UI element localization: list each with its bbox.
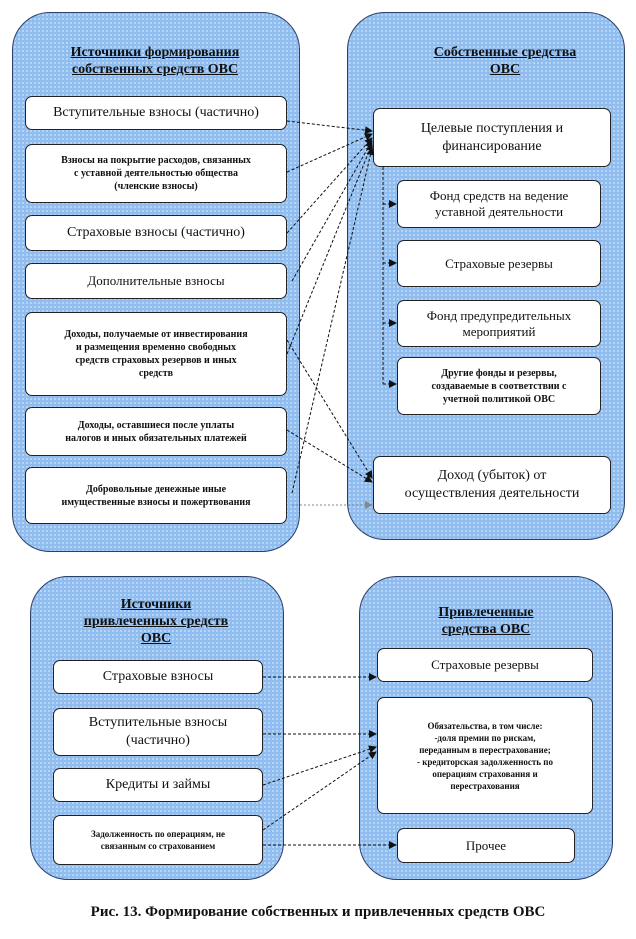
- other-funds-box: Другие фонды и резервы, создаваемые в со…: [397, 357, 601, 415]
- figure-caption: Рис. 13. Формирование собственных и прив…: [90, 904, 546, 920]
- source-box-investment-income: Доходы, получаемые от инвестирования и р…: [25, 312, 287, 396]
- source-box-after-tax-income: Доходы, оставшиеся после уплаты налогов …: [25, 407, 287, 456]
- liabilities-box: Обязательства, в том числе: -доля премии…: [377, 697, 593, 814]
- borrowed-source-credits-loans: Кредиты и займы: [53, 768, 263, 802]
- preventive-measures-fund-box: Фонд предупредительных мероприятий: [397, 300, 601, 347]
- arrow-debt-to-liabilities: [262, 751, 377, 831]
- arrow-insurance-fees: [286, 137, 373, 234]
- borrowed-source-entry-fees: Вступительные взносы (частично): [53, 708, 263, 756]
- source-box-entry-fees-partial: Вступительные взносы (частично): [25, 96, 287, 130]
- own-funds-title: Собственные средства ОВС: [433, 45, 577, 77]
- income-loss-box: Доход (убыток) от осуществления деятельн…: [373, 456, 611, 514]
- borrowed-sources-title: Источники привлеченных средств ОВС: [83, 597, 229, 646]
- source-box-membership-fees: Взносы на покрытие расходов, связанных с…: [25, 144, 287, 203]
- source-box-additional-fees: Дополнительные взносы: [25, 263, 287, 299]
- arrow-investment-income-to-financing: [286, 143, 374, 355]
- arrow-investment-income-to-income: [286, 339, 373, 479]
- arrow-additional-fees: [291, 140, 373, 282]
- borrowed-source-insurance-fees: Страховые взносы: [53, 660, 263, 694]
- other-borrowed-box: Прочее: [397, 828, 575, 863]
- borrowed-insurance-reserves-box: Страховые резервы: [377, 648, 593, 682]
- source-box-voluntary-donations: Добровольные денежные иные имущественные…: [25, 467, 287, 524]
- arrow-credits-to-liabilities: [262, 745, 377, 786]
- insurance-reserves-box: Страховые резервы: [397, 240, 601, 287]
- borrowed-source-non-insurance-debt: Задолженность по операциям, не связанным…: [53, 815, 263, 865]
- own-sources-title: Источники формирования собственных средс…: [70, 45, 240, 77]
- target-financing-box: Целевые поступления и финансирование: [373, 108, 611, 167]
- fund-statutory-activity-box: Фонд средств на ведение уставной деятель…: [397, 180, 601, 228]
- arrow-donations-to-financing: [291, 147, 375, 494]
- arrow-entry-fees: [286, 120, 373, 135]
- arrow-after-tax-to-income: [286, 429, 373, 483]
- source-box-insurance-fees-partial: Страховые взносы (частично): [25, 215, 287, 251]
- borrowed-funds-title: Привлеченные средства ОВС: [438, 605, 534, 637]
- arrow-membership-fees: [286, 133, 373, 173]
